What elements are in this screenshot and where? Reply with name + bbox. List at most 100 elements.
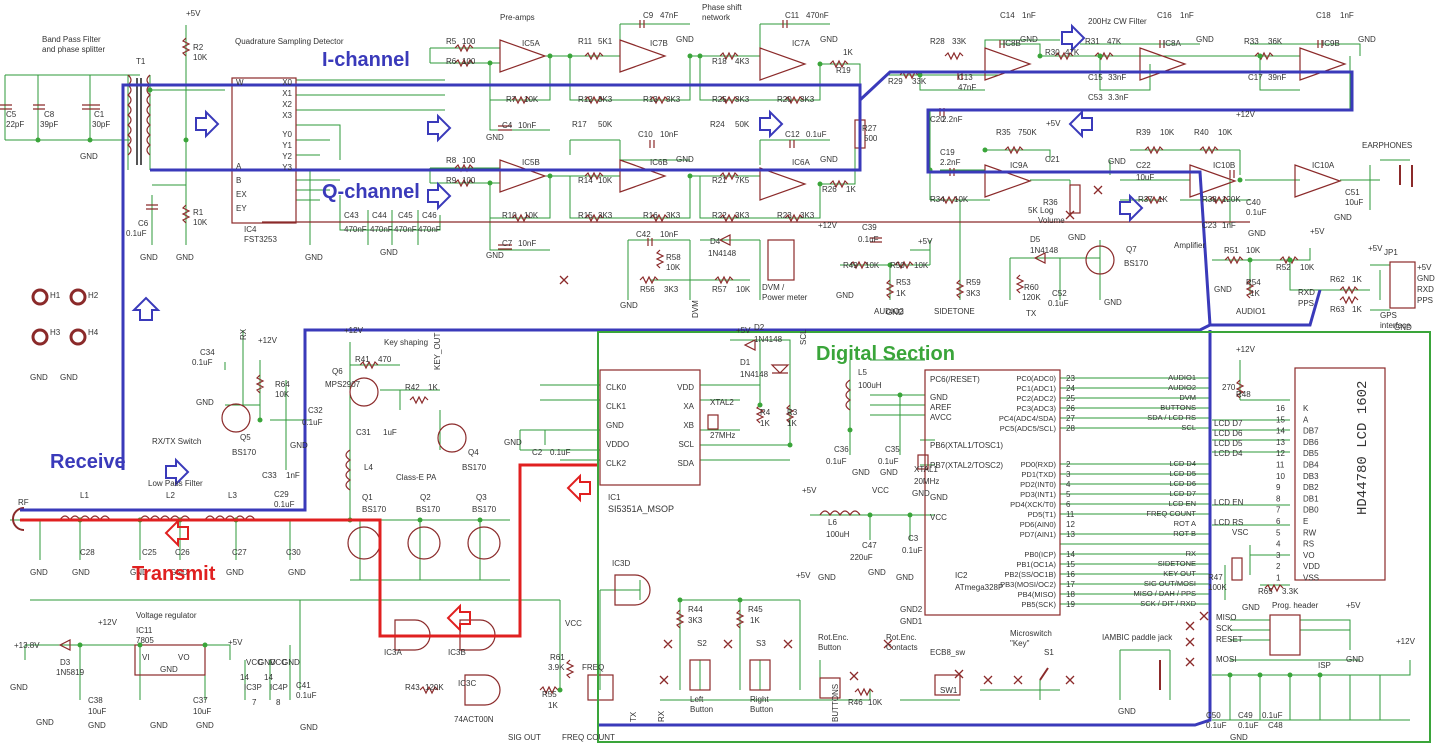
component-label: 470nF: [394, 225, 417, 234]
component-label: 120K: [1222, 195, 1241, 204]
component-label: 500: [864, 134, 878, 143]
ic2-net: ROT A: [1174, 519, 1196, 528]
ic2-pin: PB6(XTAL1/TOSC1): [930, 441, 1003, 450]
isp-label: ISP: [1318, 661, 1331, 670]
component-label: R45: [748, 605, 763, 614]
component-label: 1nF: [1340, 11, 1354, 20]
component-label: 100: [462, 156, 476, 165]
component-label: 1K: [787, 419, 797, 428]
component-label: 470nF: [806, 11, 829, 20]
component-label: GND1: [900, 617, 923, 626]
component-label: 100: [462, 176, 476, 185]
lpf-label: Low Pass Filter: [148, 479, 203, 488]
component-label: 0.1uF: [1262, 711, 1283, 720]
audio2-label: AUDIO2: [874, 307, 904, 316]
component-label: R50: [890, 261, 905, 270]
lcd-pin: DB1: [1303, 494, 1319, 503]
component-label: R17: [572, 120, 587, 129]
component-label: 220uF: [850, 553, 873, 562]
component-label: C28: [80, 548, 95, 557]
ic2-pin-number: 3: [1066, 470, 1071, 479]
component-label: SW1: [940, 686, 958, 695]
component-label: C48: [1268, 721, 1283, 730]
component-label: 10K: [865, 261, 880, 270]
component-label: R46: [848, 698, 863, 707]
component-label: R31: [1085, 37, 1100, 46]
ic2-pin: PD5(T1): [1028, 510, 1057, 519]
component-label: C41: [296, 681, 311, 690]
lcd-pin-number: 13: [1276, 438, 1285, 447]
component-label: 39pF: [40, 120, 58, 129]
component-label: 27MHz: [710, 431, 735, 440]
component-label: R19: [836, 66, 851, 75]
component-label: MPS2907: [325, 380, 361, 389]
component-label: C3: [908, 534, 919, 543]
component-label: +5V: [918, 237, 933, 246]
component-label: C6: [138, 219, 149, 228]
lcd-net: LCD EN: [1214, 498, 1244, 507]
component-label: 120K: [1022, 293, 1041, 302]
component-label: R39: [1136, 128, 1151, 137]
component-label: 10nF: [660, 230, 678, 239]
component-label: 10nF: [518, 239, 536, 248]
component-label: R10: [502, 211, 517, 220]
ic2-net: SDA / LCD RS: [1147, 413, 1196, 422]
lcd-pin: E: [1303, 517, 1308, 526]
component-label: 1K: [1158, 195, 1168, 204]
component-label: 50K: [598, 120, 613, 129]
arrow-left-icon: [1068, 109, 1093, 139]
ic4-body: [231, 77, 297, 224]
component-label: C11: [785, 11, 800, 20]
component-label: 0.1uF: [826, 457, 847, 466]
component-label: 0.1uF: [902, 546, 923, 555]
component-label: GND: [836, 291, 854, 300]
component-label: +5V: [186, 9, 201, 18]
component-label: +12V: [1236, 110, 1256, 119]
ic2-pin-number: 6: [1066, 500, 1071, 509]
lcd-pin: DB4: [1303, 461, 1319, 470]
component-label: C12: [785, 130, 800, 139]
ic2-net: AUDIO2: [1168, 383, 1196, 392]
component-label: IC5A: [522, 39, 540, 48]
lcd-pin-number: 7: [1276, 506, 1281, 515]
component-label: C33: [262, 471, 277, 480]
component-label: +5V: [228, 638, 243, 647]
component-label: 47nF: [958, 83, 976, 92]
ic2-pin-number: 11: [1066, 510, 1075, 519]
component-label: GND: [1248, 229, 1266, 238]
component-label: 10K: [524, 95, 539, 104]
volume-label: Volume: [1038, 216, 1065, 225]
lcd-pin-number: 6: [1276, 517, 1281, 526]
component-label: 10K: [954, 195, 969, 204]
component-label: GND: [288, 568, 306, 577]
component-label: +5V: [1310, 227, 1325, 236]
component-label: C17: [1248, 73, 1263, 82]
component-label: IC8B: [1003, 39, 1021, 48]
component-label: GND: [258, 658, 276, 667]
component-label: 0.1uF: [550, 448, 571, 457]
component-label: GND: [486, 251, 504, 260]
component-label: Q7: [1126, 245, 1137, 254]
buttons-net-label: BUTTONS: [831, 684, 840, 722]
component-label: R61: [550, 653, 565, 662]
component-label: GND: [1358, 35, 1376, 44]
component-label: IC9B: [1322, 39, 1340, 48]
component-label: 0.1uF: [878, 457, 899, 466]
ic2-pin-number: 27: [1066, 414, 1075, 423]
component-label: 470nF: [344, 225, 367, 234]
ic2-net: ROT B: [1173, 529, 1196, 538]
component-label: IC8A: [1163, 39, 1181, 48]
ic1-pin: CLK1: [606, 402, 627, 411]
component-label: C7: [502, 239, 513, 248]
lcd-pin-number: 14: [1276, 427, 1285, 436]
component-label: R63: [1330, 305, 1345, 314]
component-label: R34: [930, 195, 945, 204]
component-label: 7: [252, 698, 257, 707]
component-label: R13: [643, 95, 658, 104]
component-label: GND: [1230, 733, 1248, 742]
ic2-body: [924, 369, 1061, 616]
component-label: BS170: [462, 463, 487, 472]
component-label: 10K: [736, 285, 751, 294]
